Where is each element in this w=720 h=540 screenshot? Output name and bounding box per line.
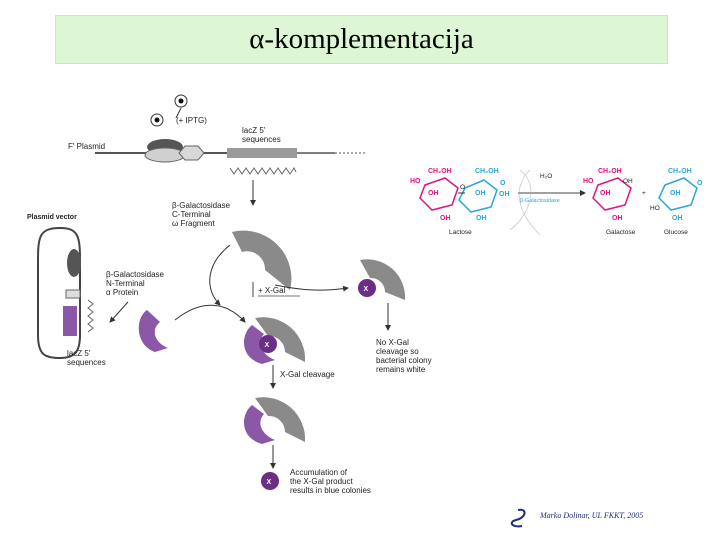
no-xgal-label-2: cleavage so: [376, 347, 419, 356]
lactose-structure: [419, 177, 498, 213]
galactose-ch2oh: CH₂OH: [598, 168, 622, 175]
glucose-oh-2: OH: [672, 215, 683, 222]
dna-helix-decoration: [509, 169, 541, 236]
galactose-label: Galactose: [606, 229, 636, 236]
credit-text: Marko Dolinar, UL FKKT, 2005: [540, 511, 644, 520]
galactose-oh-2: OH: [612, 215, 623, 222]
lactose-oh-4: OH: [476, 215, 487, 222]
f-plasmid-label: F' Plasmid: [68, 142, 105, 151]
plus-sign: +: [642, 190, 646, 197]
lactose-label: Lactose: [449, 229, 472, 236]
no-xgal-label-3: bacterial colony: [376, 356, 432, 365]
glucose-ho: HO: [650, 205, 660, 212]
grey-enzyme-xgal: [358, 259, 406, 300]
galactose-structure: [592, 177, 632, 211]
complex-after-cleavage: [243, 397, 306, 444]
x-mark-2: X: [265, 342, 270, 349]
accum-label-2: the X-Gal product: [290, 477, 353, 486]
bgal-c-label-2: C-Terminal: [172, 210, 211, 219]
lactose-ho: HO: [410, 178, 421, 185]
xgal-cleavage-label: X-Gal cleavage: [280, 370, 335, 379]
plasmid-mrna-wave: [87, 299, 94, 333]
lacz-bottom-label-1: lacZ 5': [67, 349, 91, 358]
omega-fragment-shape: [232, 230, 292, 290]
glucose-structure: [658, 177, 698, 211]
lactose-ch2oh-2: CH₂OH: [475, 168, 499, 175]
lactose-oh-5: OH: [499, 191, 510, 198]
bgal-c-label-3: ω Fragment: [172, 219, 215, 228]
lacz-top-label-2: sequences: [242, 135, 281, 144]
no-xgal-label-4: remains white: [376, 365, 426, 374]
complex-with-xgal: [243, 317, 306, 364]
enzyme-label: β-Galactosidase: [520, 198, 560, 204]
lactose-o-1: O: [500, 180, 506, 187]
plasmid-vector: [37, 226, 81, 360]
mrna-wave: [229, 167, 297, 175]
f-plasmid-dna: [95, 139, 365, 163]
arrow-alpha-to-complex: [174, 304, 246, 323]
bgal-n-label-3: α Protein: [106, 288, 138, 297]
galactose-oh-3: OH: [623, 178, 633, 185]
lactose-oh-2: OH: [440, 215, 451, 222]
iptg-molecule-icon: [150, 94, 188, 127]
glucose-o: O: [697, 180, 703, 187]
alpha-protein-shape: [138, 310, 168, 352]
glucose-oh-1: OH: [670, 190, 681, 197]
bgal-n-label-1: β-Galactosidase: [106, 270, 165, 279]
arrow-to-white: [274, 284, 349, 292]
glucose-label: Glucose: [664, 229, 688, 236]
bgal-n-label-2: N-Terminal: [106, 279, 145, 288]
glucose-ch2oh: CH₂OH: [668, 168, 692, 175]
x-mark-3: X: [267, 479, 272, 486]
galactose-oh-1: OH: [600, 190, 611, 197]
lactose-oh-1: OH: [428, 190, 439, 197]
bgal-c-label-1: β-Galactosidase: [172, 201, 231, 210]
arrow-n-to-alpha: [109, 301, 129, 323]
lactose-o-bridge: O: [460, 184, 465, 191]
plus-xgal-label: + X-Gal: [258, 286, 286, 295]
xgal-product-icon: [261, 472, 279, 490]
slide-title: α-komplementacija: [249, 23, 474, 55]
accum-label-3: results in blue colonies: [290, 486, 371, 495]
x-mark-1: X: [364, 286, 369, 293]
accum-label-1: Accumulation of: [290, 468, 348, 477]
galactose-ho: HO: [583, 178, 594, 185]
lactose-oh-3: OH: [475, 190, 486, 197]
title-bar: α-komplementacija: [55, 15, 668, 64]
no-xgal-label-1: No X-Gal: [376, 338, 409, 347]
lactose-ch2oh-1: CH₂OH: [428, 168, 452, 175]
credit-logo-icon: [510, 508, 526, 528]
lacz-top-label-1: lacZ 5': [242, 126, 266, 135]
lacz-bottom-label-2: sequences: [67, 358, 106, 367]
arrow-omega-down: [209, 244, 231, 306]
iptg-label: (+ IPTG): [176, 116, 207, 125]
plasmid-vector-label: Plasmid vector: [27, 214, 77, 221]
h2o-label: H₂O: [540, 173, 552, 180]
